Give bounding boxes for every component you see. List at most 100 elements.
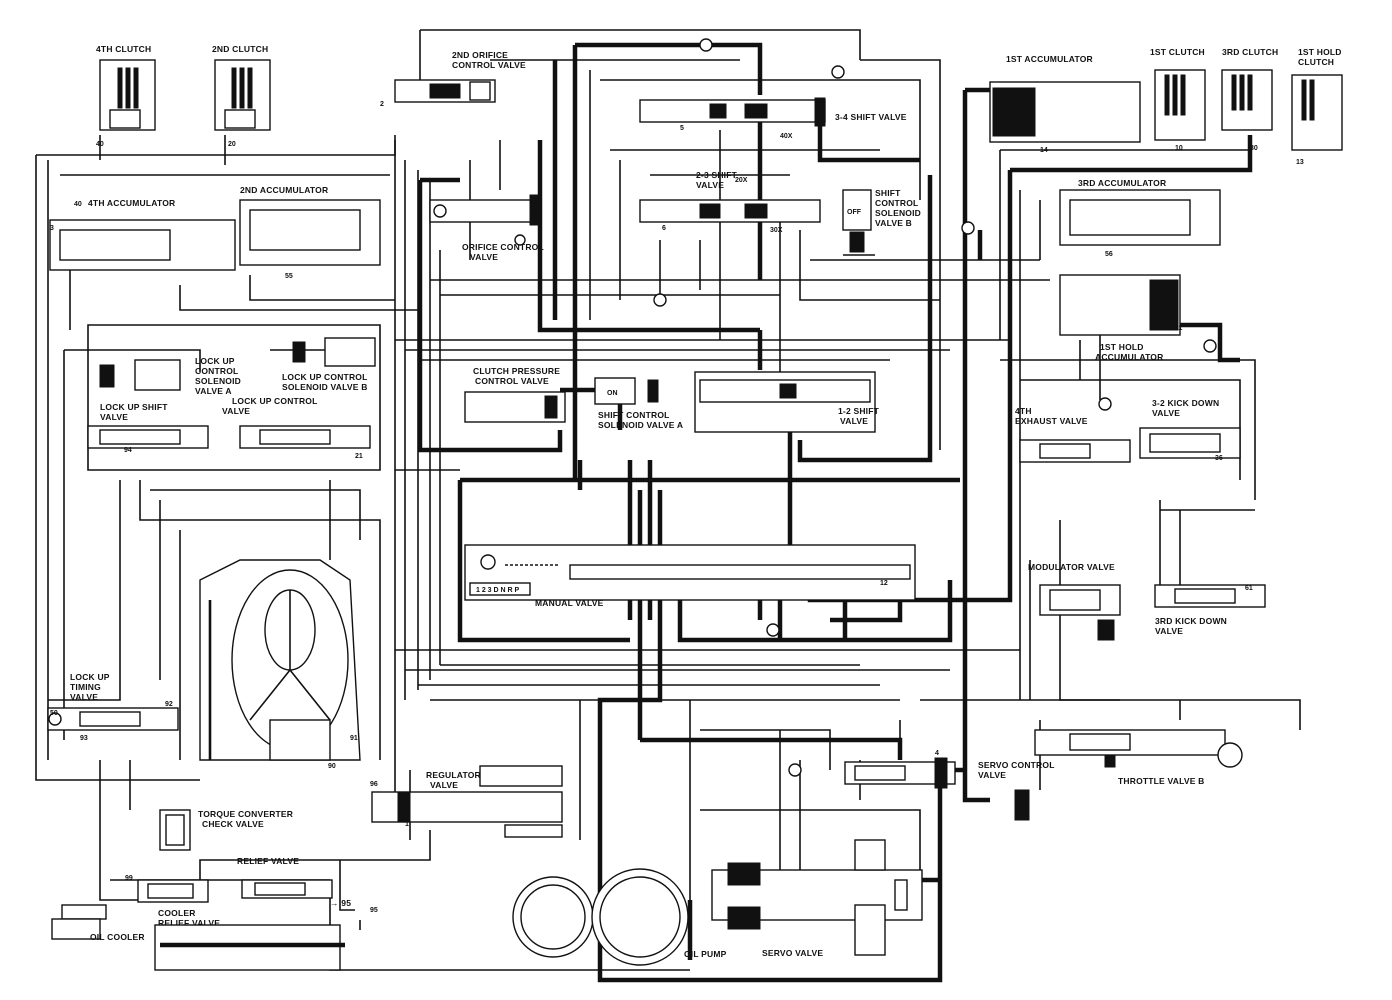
svg-text:40: 40 bbox=[74, 201, 82, 208]
svg-text:6: 6 bbox=[662, 225, 666, 232]
3-4-shift-valve-label: 3-4 SHIFT VALVE bbox=[835, 112, 907, 122]
3rd-clutch-label: 3RD CLUTCH bbox=[1222, 47, 1278, 57]
oil-pump-label: OIL PUMP bbox=[684, 949, 727, 959]
oil-cooler: OIL COOLER bbox=[51, 904, 345, 971]
svg-text:10: 10 bbox=[1175, 145, 1183, 152]
servo-valve-label: SERVO VALVE bbox=[762, 948, 823, 958]
1st-accumulator-label: 1ST ACCUMULATOR bbox=[1006, 54, 1093, 64]
2nd-accumulator: 2ND ACCUMULATOR 55 bbox=[239, 185, 381, 280]
manual-valve-label: MANUAL VALVE bbox=[535, 598, 604, 608]
svg-text:4: 4 bbox=[935, 750, 939, 757]
modulator-valve: MODULATOR VALVE bbox=[1028, 562, 1121, 641]
1st-clutch-label: 1ST CLUTCH bbox=[1150, 47, 1205, 57]
4th-clutch-label: 4TH CLUTCH bbox=[96, 44, 151, 54]
svg-text:93: 93 bbox=[80, 735, 88, 742]
torque-converter bbox=[199, 559, 361, 761]
svg-text:ON: ON bbox=[607, 390, 618, 397]
3-4-shift-valve: 3-4 SHIFT VALVE bbox=[639, 97, 907, 127]
2nd-clutch: 2ND CLUTCH 20 bbox=[212, 44, 271, 148]
oil-pump: OIL PUMP bbox=[512, 868, 727, 966]
modulator-label: MODULATOR VALVE bbox=[1028, 562, 1115, 572]
manual-gear-positions: 1 2 3 D N R P bbox=[476, 587, 520, 594]
svg-text:11: 11 bbox=[1175, 325, 1183, 332]
svg-text:40X: 40X bbox=[780, 133, 793, 140]
4th-accumulator-label: 4TH ACCUMULATOR bbox=[88, 198, 175, 208]
4th-clutch: 4TH CLUTCH 40 bbox=[96, 44, 156, 148]
svg-text:30: 30 bbox=[1250, 145, 1258, 152]
1st-accumulator: 1ST ACCUMULATOR bbox=[989, 54, 1141, 143]
svg-text:50: 50 bbox=[50, 710, 58, 717]
2nd-accumulator-label: 2ND ACCUMULATOR bbox=[240, 185, 328, 195]
throttle-b-label: THROTTLE VALVE B bbox=[1118, 776, 1204, 786]
svg-text:1: 1 bbox=[405, 821, 409, 828]
relief-label: RELIEF VALVE bbox=[237, 856, 299, 866]
oil-cooler-label: OIL COOLER bbox=[90, 932, 145, 942]
relief-valve: RELIEF VALVE bbox=[237, 856, 333, 899]
svg-text:20: 20 bbox=[228, 141, 236, 148]
servo-valve: SERVO VALVE bbox=[711, 839, 923, 958]
3rd-accumulator-label: 3RD ACCUMULATOR bbox=[1078, 178, 1166, 188]
svg-text:30X: 30X bbox=[770, 227, 783, 234]
oil-label-x: → 95 bbox=[330, 898, 351, 908]
svg-text:55: 55 bbox=[285, 273, 293, 280]
single-line-labels: → 95 bbox=[330, 898, 351, 908]
svg-text:13: 13 bbox=[1296, 159, 1304, 166]
svg-text:61: 61 bbox=[1245, 585, 1253, 592]
svg-text:92: 92 bbox=[165, 701, 173, 708]
svg-text:40: 40 bbox=[96, 141, 104, 148]
3rd-clutch: 3RD CLUTCH 30 bbox=[1221, 47, 1278, 152]
svg-text:99: 99 bbox=[125, 875, 133, 882]
1st-clutch: 1ST CLUTCH 10 bbox=[1150, 47, 1206, 152]
svg-text:3: 3 bbox=[50, 225, 54, 232]
svg-text:OFF: OFF bbox=[847, 209, 862, 216]
4th-accumulator: 4TH ACCUMULATOR 40 bbox=[49, 198, 236, 271]
svg-text:12: 12 bbox=[880, 580, 888, 587]
svg-text:5: 5 bbox=[680, 125, 684, 132]
manual-valve: 1 2 3 D N R P MANUAL VALVE bbox=[464, 544, 916, 608]
svg-text:2: 2 bbox=[380, 101, 384, 108]
svg-text:56: 56 bbox=[1105, 251, 1113, 258]
svg-text:91: 91 bbox=[350, 735, 358, 742]
2nd-clutch-label: 2ND CLUTCH bbox=[212, 44, 268, 54]
svg-text:95: 95 bbox=[370, 907, 378, 914]
check-valves bbox=[514, 38, 1217, 777]
svg-text:36: 36 bbox=[1215, 455, 1223, 462]
3rd-accumulator: 3RD ACCUMULATOR bbox=[1059, 178, 1221, 246]
